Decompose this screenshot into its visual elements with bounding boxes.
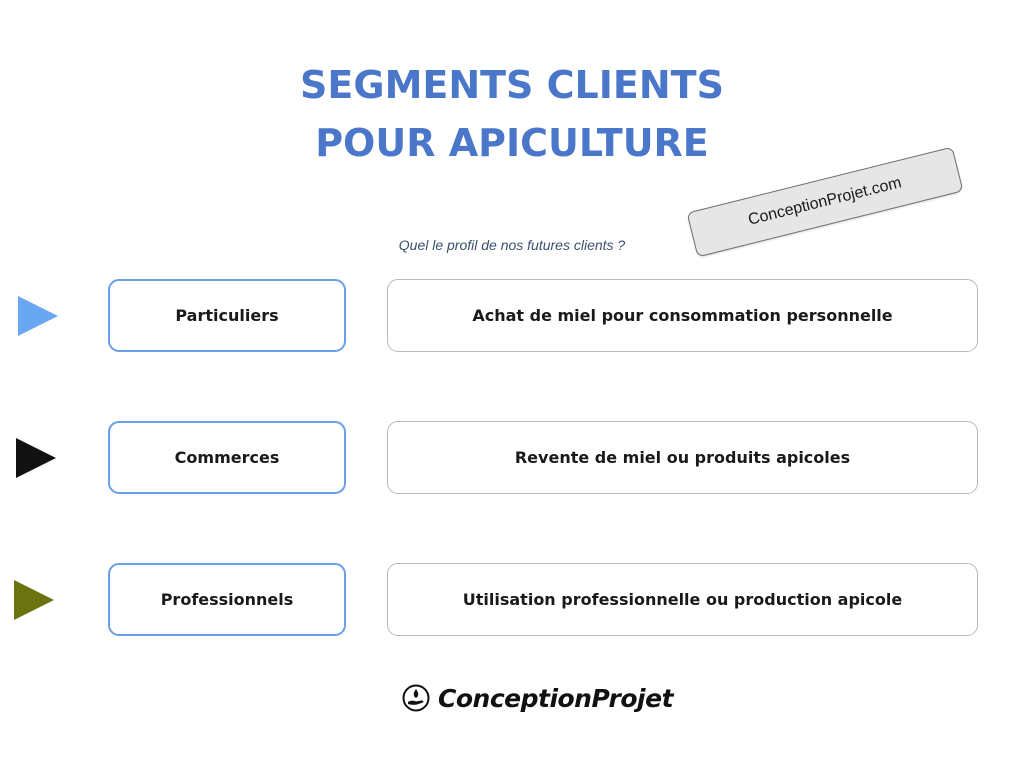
logo-text: ConceptionProjet [438, 683, 674, 713]
hand-flame-icon [402, 684, 430, 712]
subtitle: Quel le profil de nos futures clients ? [398, 237, 626, 253]
segment-box-commerces: Commerces [108, 421, 346, 494]
segment-box-professionnels: Professionnels [108, 563, 346, 636]
segment-arrow-icon-commerces [16, 438, 56, 478]
page-title-line-1: SEGMENTS CLIENTS [300, 63, 724, 107]
segment-arrow-icon-particuliers [18, 296, 58, 336]
description-box-commerces: Revente de miel ou produits apicoles [387, 421, 978, 494]
description-box-professionnels: Utilisation professionnelle ou productio… [387, 563, 978, 636]
segment-arrow-icon-professionnels [14, 580, 54, 620]
footer-logo: ConceptionProjet [402, 680, 674, 716]
page-title-line-2: POUR APICULTURE [315, 121, 709, 165]
segment-box-particuliers: Particuliers [108, 279, 346, 352]
description-box-particuliers: Achat de miel pour consommation personne… [387, 279, 978, 352]
